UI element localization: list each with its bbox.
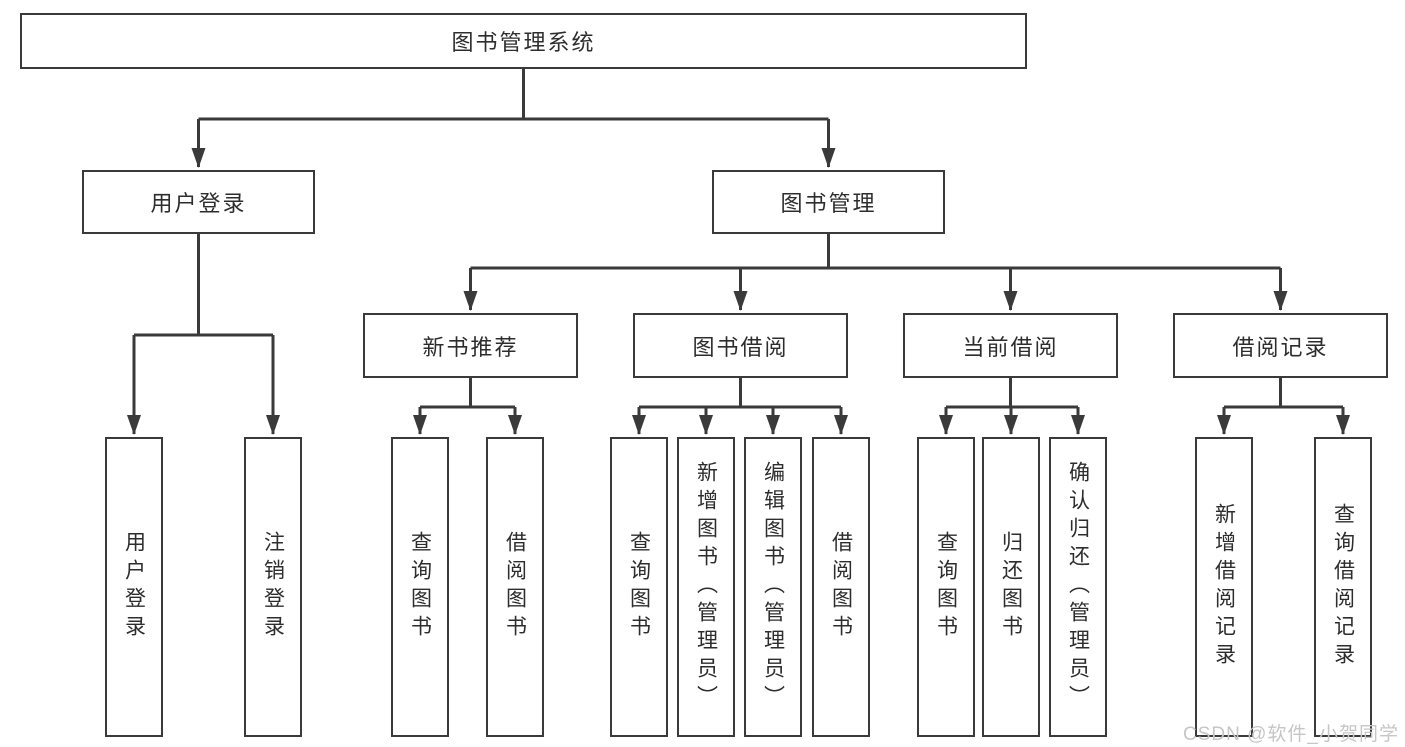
node-label: 借阅图书	[503, 531, 527, 643]
node-label: 图书管理	[780, 191, 877, 216]
node-root-library-system: 图书管理系统	[20, 13, 1027, 69]
leaf-query-borrow-record: 查询借阅记录	[1314, 437, 1372, 737]
node-label: 新增图书（管理员）	[694, 461, 718, 713]
node-label: 确认归还（管理员）	[1066, 461, 1090, 713]
node-label: 查询图书	[934, 531, 958, 643]
leaf-query-books-current: 查询图书	[917, 437, 975, 737]
node-label: 编辑图书（管理员）	[761, 461, 785, 713]
leaf-add-book-admin: 新增图书（管理员）	[677, 437, 735, 737]
leaf-borrow-books-recommend: 借阅图书	[486, 437, 544, 737]
node-label: 用户登录	[122, 531, 146, 643]
leaf-query-books-recommend: 查询图书	[391, 437, 449, 737]
leaf-confirm-return-admin: 确认归还（管理员）	[1049, 437, 1107, 737]
node-label: 借阅记录	[1232, 334, 1329, 360]
leaf-query-books-borrow: 查询图书	[610, 437, 668, 737]
leaf-borrow-books: 借阅图书	[812, 437, 870, 737]
leaf-edit-book-admin: 编辑图书（管理员）	[744, 437, 802, 737]
node-label: 新书推荐	[422, 334, 519, 360]
node-borrow-records: 借阅记录	[1173, 313, 1388, 378]
node-new-book-recommend: 新书推荐	[363, 313, 578, 378]
node-book-borrow: 图书借阅	[633, 313, 848, 378]
leaf-return-book: 归还图书	[982, 437, 1040, 737]
node-book-management-branch: 图书管理	[712, 170, 945, 234]
node-label: 图书管理系统	[451, 30, 596, 55]
node-label: 借阅图书	[829, 531, 853, 643]
node-label: 新增借阅记录	[1212, 503, 1236, 671]
node-user-login-branch: 用户登录	[82, 170, 315, 234]
node-current-borrow: 当前借阅	[903, 313, 1118, 378]
node-label: 图书借阅	[692, 334, 789, 360]
leaf-logout: 注销登录	[244, 437, 302, 737]
leaf-add-borrow-record: 新增借阅记录	[1195, 437, 1253, 737]
node-label: 当前借阅	[962, 334, 1059, 360]
node-label: 查询借阅记录	[1331, 503, 1355, 671]
leaf-user-login: 用户登录	[105, 437, 163, 737]
node-label: 归还图书	[999, 531, 1023, 643]
csdn-watermark: CSDN @软件_小贺同学	[1183, 724, 1399, 745]
node-label: 注销登录	[261, 531, 285, 643]
node-label: 查询图书	[408, 531, 432, 643]
node-label: 用户登录	[150, 191, 247, 216]
node-label: 查询图书	[627, 531, 651, 643]
